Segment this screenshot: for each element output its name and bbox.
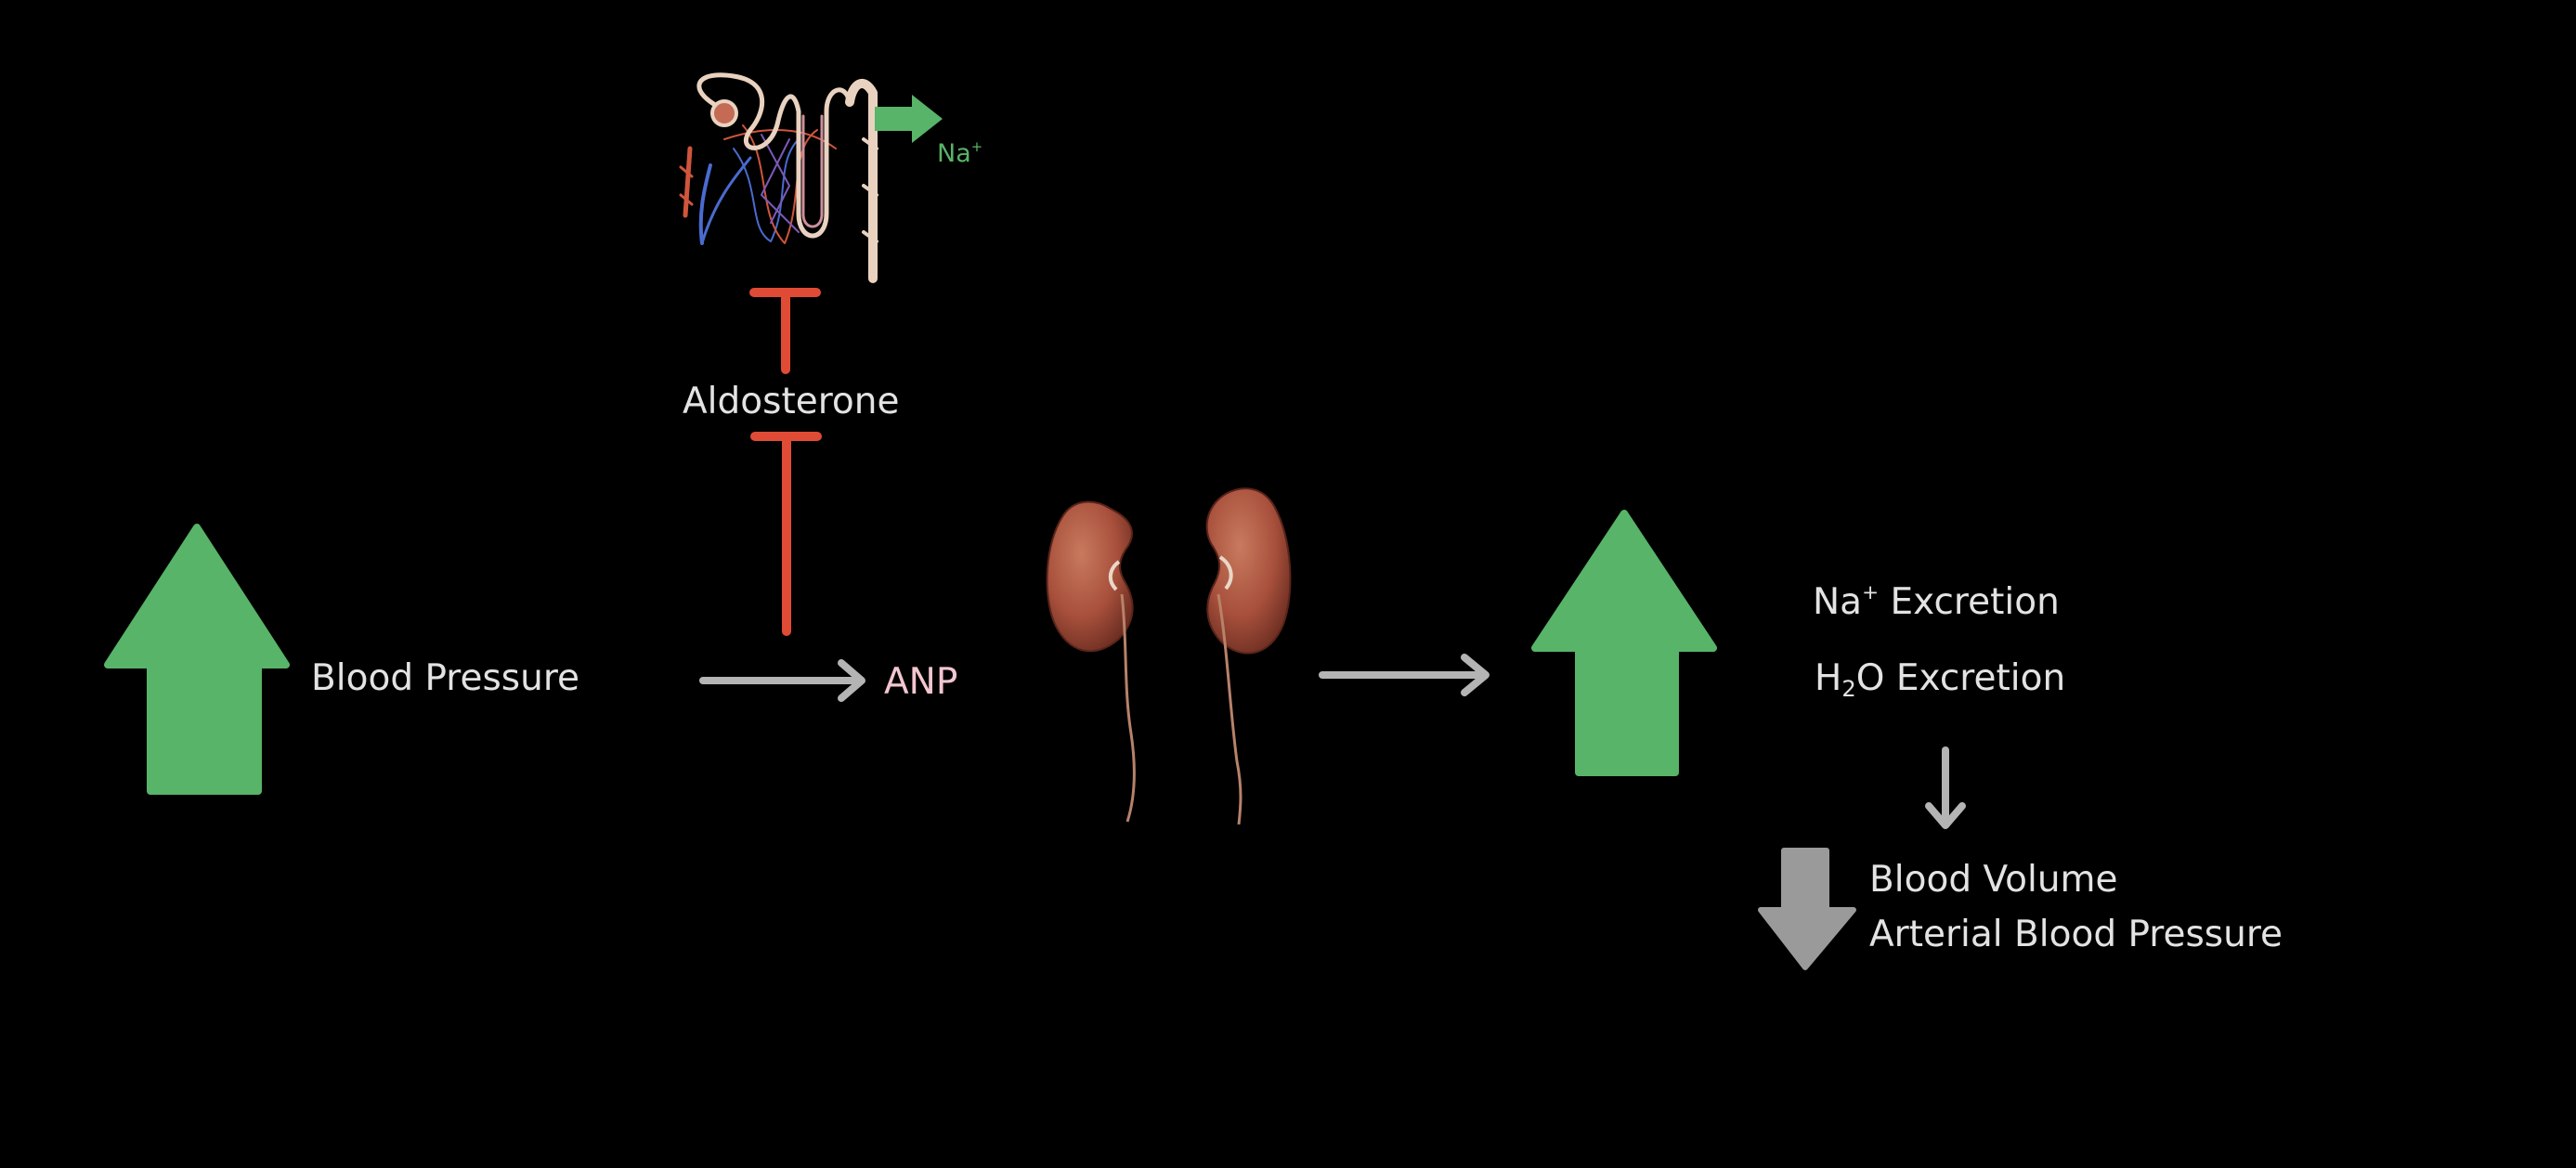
sodium-reabsorption-arrow-icon [875,95,943,143]
water-excretion-text: O Excretion [1855,657,2066,699]
kidney-to-excretion-arrow-icon [1319,654,1490,696]
blood-volume-label: Blood Volume [1869,859,2118,901]
nephron-icon [679,72,878,283]
sodium-charge: + [970,137,983,155]
water-h-symbol: H [1815,657,1842,699]
blood-pressure-label: Blood Pressure [311,657,579,699]
aldosterone-label: Aldosterone [683,381,900,422]
sodium-excretion-label: Na+ Excretion [1813,580,2060,623]
excretion-increase-arrow-icon [1531,510,1717,776]
kidneys-icon [1046,487,1292,825]
sodium-excretion-symbol: Na [1813,581,1863,623]
sodium-ion-label: Na+ [937,137,983,168]
blood-pressure-to-anp-arrow-icon [699,659,865,702]
excretion-to-volume-arrow-icon [1925,746,1966,829]
left-kidney-icon [1046,500,1136,823]
decrease-arrow-icon [1758,848,1856,970]
aldosterone-inhibits-reabsorption-icon [749,288,821,374]
water-subscript: 2 [1841,675,1856,702]
arterial-blood-pressure-label: Arterial Blood Pressure [1869,914,2283,955]
sodium-excretion-text: Excretion [1879,581,2060,623]
blood-pressure-increase-arrow-icon [104,524,290,795]
water-excretion-label: H2O Excretion [1815,657,2066,700]
anp-inhibits-aldosterone-icon [750,432,822,636]
right-kidney-icon [1205,487,1292,825]
anp-label: ANP [884,661,958,703]
sodium-excretion-charge: + [1862,580,1880,604]
sodium-symbol: Na [937,139,971,168]
